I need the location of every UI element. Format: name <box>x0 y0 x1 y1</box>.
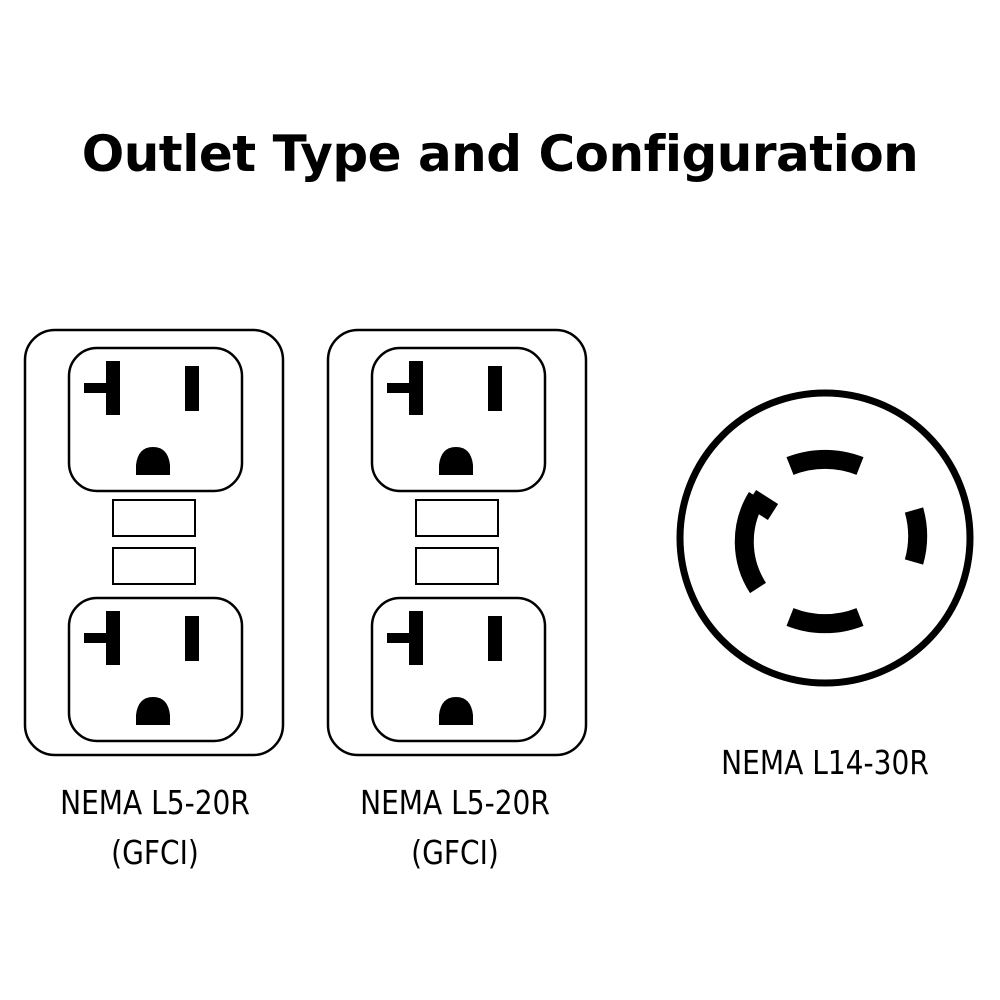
neutral-slot-horizontal <box>84 633 110 643</box>
reset-button <box>415 547 499 585</box>
hot-slot <box>488 616 502 661</box>
bottom-slot <box>786 608 864 634</box>
hot-slot <box>185 616 199 661</box>
locking-outlet-l14-30r <box>676 389 974 687</box>
ground-hole <box>439 697 473 725</box>
upper-receptacle <box>370 346 547 493</box>
receptacle-face <box>67 346 244 493</box>
receptacle-face <box>370 346 547 493</box>
reset-button <box>112 547 196 585</box>
neutral-slot-horizontal <box>84 383 110 393</box>
test-button <box>415 499 499 537</box>
ground-slot-hook <box>745 489 779 521</box>
outlet-1-model: NEMA L5-20R <box>60 783 250 822</box>
outlet-2-type: (GFCI) <box>411 833 499 872</box>
top-slot <box>786 449 864 475</box>
outlet-2-label: NEMA L5-20R (GFCI) <box>345 778 566 878</box>
outlet-3-label: NEMA L14-30R <box>702 738 949 788</box>
ground-hole <box>439 447 473 475</box>
outlet-3-model: NEMA L14-30R <box>721 743 929 782</box>
upper-receptacle <box>67 346 244 493</box>
test-button <box>112 499 196 537</box>
outlet-2-model: NEMA L5-20R <box>360 783 550 822</box>
neutral-slot-vertical <box>409 361 423 415</box>
neutral-slot-horizontal <box>387 633 413 643</box>
outlet-ring <box>676 389 974 687</box>
hot-slot <box>488 366 502 411</box>
wall-plate <box>23 328 285 757</box>
ground-hole <box>136 697 170 725</box>
ground-hole <box>136 447 170 475</box>
neutral-slot-vertical <box>409 611 423 665</box>
receptacle-face <box>67 596 244 743</box>
gfci-duplex-outlet-2 <box>326 328 588 757</box>
right-slot <box>904 507 928 565</box>
gfci-duplex-outlet-1 <box>23 328 285 757</box>
lower-receptacle <box>370 596 547 743</box>
outlet-1-label: NEMA L5-20R (GFCI) <box>45 778 266 878</box>
outlet-1-type: (GFCI) <box>111 833 199 872</box>
hot-slot <box>185 366 199 411</box>
diagram-title: Outlet Type and Configuration <box>81 125 919 183</box>
receptacle-face <box>370 596 547 743</box>
neutral-slot-vertical <box>106 611 120 665</box>
lower-receptacle <box>67 596 244 743</box>
neutral-slot-vertical <box>106 361 120 415</box>
wall-plate <box>326 328 588 757</box>
neutral-slot-horizontal <box>387 383 413 393</box>
